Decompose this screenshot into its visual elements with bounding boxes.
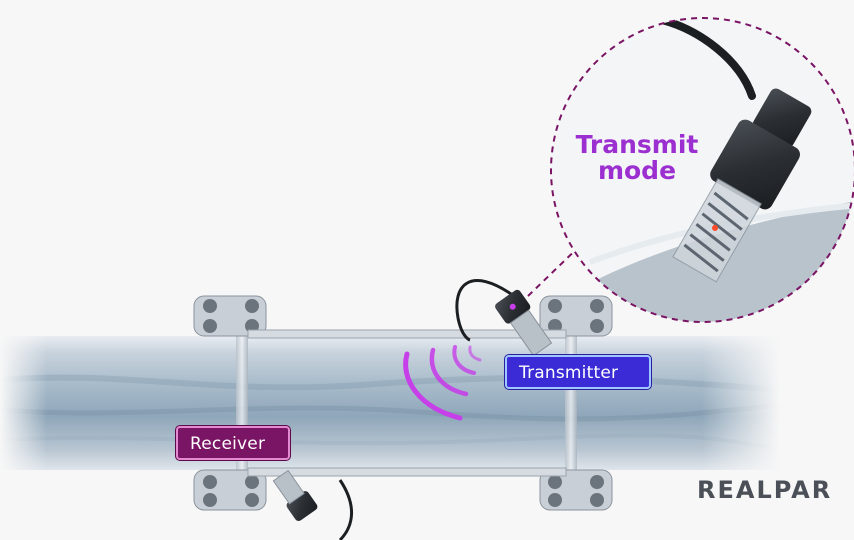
zoom-circle (550, 17, 854, 323)
pipe (0, 336, 781, 470)
transmitter-transducer-icon (455, 279, 553, 357)
mounting-rail-bottom (247, 467, 567, 477)
receiver-label: Receiver (176, 426, 290, 460)
ultrasonic-wave-icon (403, 345, 482, 421)
transmit-mode-caption: Transmit mode (575, 130, 699, 185)
zoom-detail (551, 18, 854, 322)
mounting-rail-top (247, 329, 567, 339)
receiver-transducer-icon (272, 469, 354, 540)
realpars-logo: REALPAR (697, 476, 833, 504)
transmitter-label: Transmitter (505, 355, 651, 389)
